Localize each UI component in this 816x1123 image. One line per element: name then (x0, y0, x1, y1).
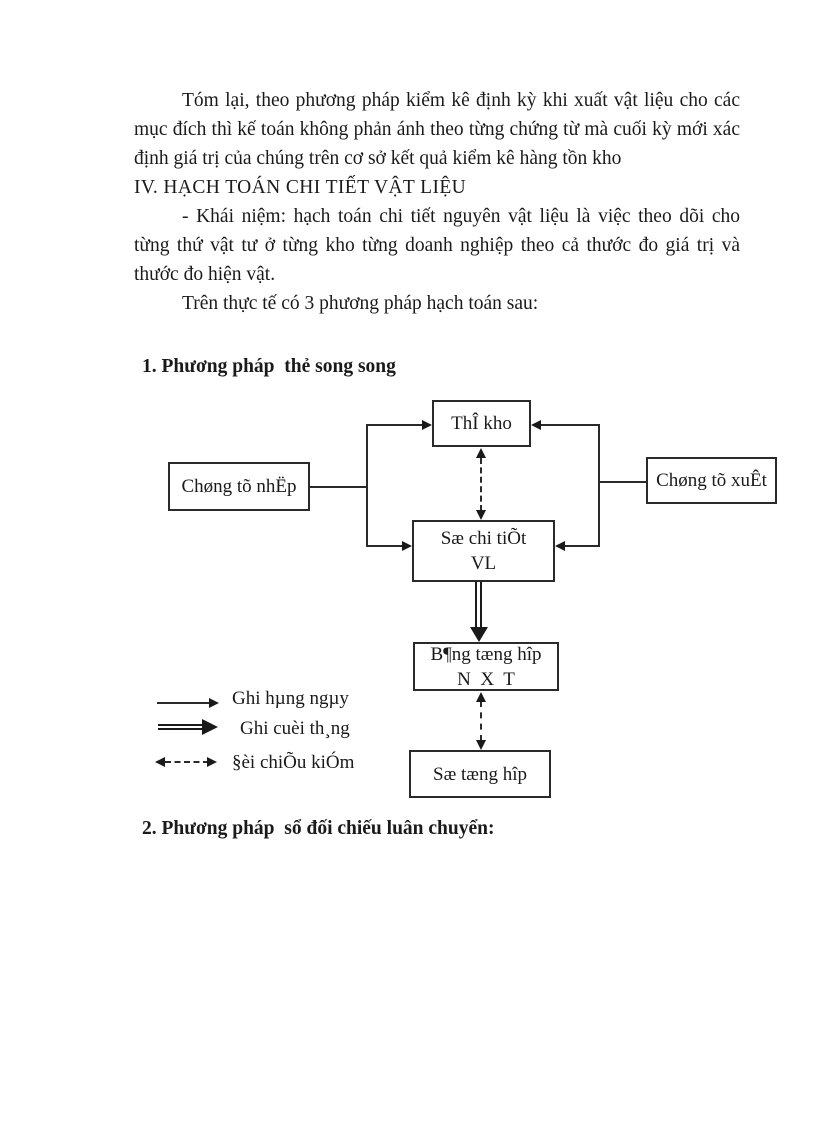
legend-monthly-arrow-line (158, 724, 206, 730)
arrowhead-up-thekho-icon (476, 448, 486, 458)
double-line-arrow-stem (475, 582, 482, 627)
legend-daily-arrowhead-icon (209, 698, 219, 708)
connector-left-top-horizontal (366, 424, 423, 426)
legend-reconcile-arrow-line (165, 761, 209, 763)
arrowhead-into-the-kho-right-icon (531, 420, 541, 430)
box-the-kho-label: ThÎ kho (451, 413, 512, 434)
box-so-tong-hop: Sæ tæng hîp (409, 750, 551, 798)
legend-daily-arrow-line (157, 702, 213, 704)
legend-daily-label: Ghi hµng ngµy (232, 688, 349, 709)
connector-right-bottom-horizontal (563, 545, 600, 547)
box-the-kho: ThÎ kho (432, 400, 531, 447)
dashed-arrow-bang-sotonghop (480, 701, 482, 741)
connector-right-top-horizontal (541, 424, 600, 426)
arrowhead-into-so-chi-tiet-left-icon (402, 541, 412, 551)
box-bang-tong-hop-nxt: B¶ng tæng hîp N X T (413, 642, 559, 691)
box-so-tong-hop-label: Sæ tæng hîp (433, 763, 527, 785)
arrowhead-down-sotonghop-icon (476, 740, 486, 750)
connector-left-bottom-horizontal (366, 545, 404, 547)
arrowhead-down-sochitiet-icon (476, 510, 486, 520)
box-so-chi-tiet-vl: Sæ chi tiÕt VL (412, 520, 555, 582)
paragraph-intro-methods: Trên thực tế có 3 phương pháp hạch toán … (182, 293, 539, 314)
paragraph-definition: - Khái niệm: hạch toán chi tiết nguyên v… (134, 206, 740, 285)
connector-left-vertical (366, 424, 368, 547)
legend-reconcile-arrowhead-left-icon (155, 757, 165, 767)
double-line-arrowhead-icon (470, 627, 488, 642)
box-chung-tu-xuat: Chøng tõ xuÊt (646, 457, 777, 504)
method2-heading: 2. Phương pháp sổ đối chiếu luân chuyển: (142, 818, 495, 839)
connector-nhap-horizontal (309, 486, 367, 488)
box-bang-tong-hop-line2: N X T (457, 668, 515, 690)
arrowhead-into-so-chi-tiet-right-icon (555, 541, 565, 551)
dashed-arrow-thekho-sochitiet (480, 458, 482, 511)
method1-heading: 1. Phương pháp thẻ song song (142, 356, 396, 377)
paragraph-summary: Tóm lại, theo phương pháp kiểm kê định k… (134, 90, 740, 169)
box-so-chi-tiet-line2: VL (470, 553, 497, 574)
box-so-chi-tiet-line1: Sæ chi tiÕt (440, 528, 527, 549)
box-chung-tu-xuat-label: Chøng tõ xuÊt (656, 470, 767, 491)
arrowhead-up-bang-icon (476, 692, 486, 702)
body-text-block: Tóm lại, theo phương pháp kiểm kê định k… (134, 86, 740, 318)
arrowhead-into-the-kho-left-icon (422, 420, 432, 430)
legend-reconcile-label: §èi chiÕu kiÓm (232, 752, 355, 773)
legend-monthly-arrowhead-icon (202, 719, 218, 735)
legend-monthly-label: Ghi cuèi th¸ng (240, 718, 350, 739)
box-bang-tong-hop-line1: B¶ng tæng hîp (430, 643, 542, 665)
connector-right-vertical (598, 424, 600, 547)
section-heading-iv: IV. HẠCH TOÁN CHI TIẾT VẬT LIỆU (134, 177, 467, 198)
connector-xuat-horizontal (600, 481, 646, 483)
box-chung-tu-nhap-label: Chøng tõ nhËp (181, 476, 297, 497)
box-chung-tu-nhap: Chøng tõ nhËp (168, 462, 310, 511)
legend-reconcile-arrowhead-right-icon (207, 757, 217, 767)
